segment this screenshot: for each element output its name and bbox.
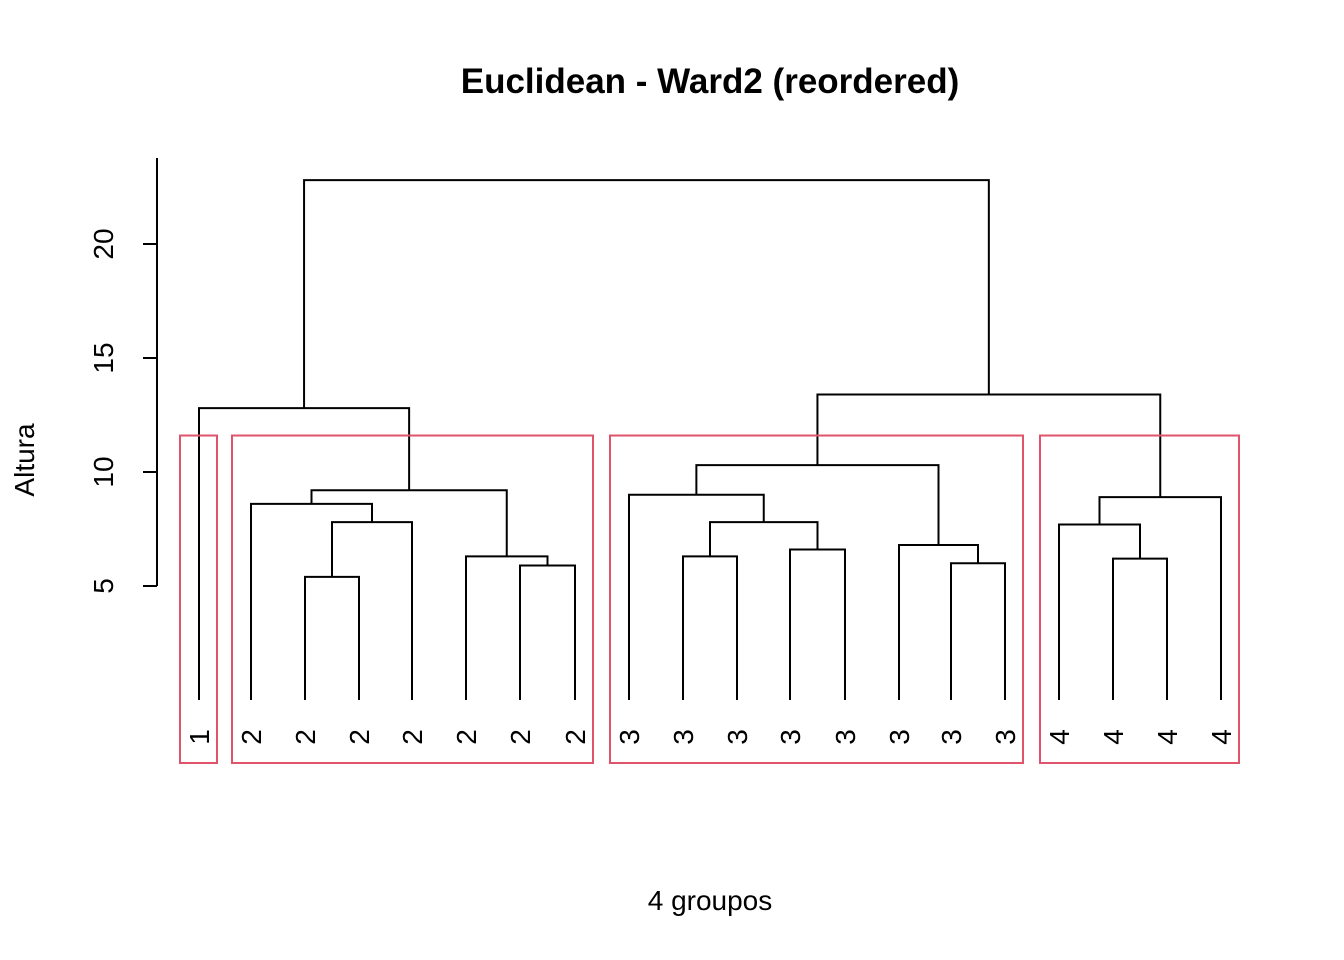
merge-link-7: [898, 543, 979, 700]
cluster-box-1: [179, 434, 218, 764]
leaf-label-15: 3: [990, 729, 1021, 745]
leaf-label-9: 3: [668, 729, 699, 745]
leaf-label-19: 4: [1206, 729, 1237, 745]
leaf-label-17: 4: [1098, 729, 1129, 745]
x-axis-label: 4 groupos: [648, 885, 773, 916]
cluster-box-3: [609, 434, 1024, 764]
merge-link-2: [950, 562, 1006, 700]
chart-title: Euclidean - Ward2 (reordered): [461, 62, 960, 101]
leaf-label-5: 2: [451, 729, 482, 745]
leaf-label-0: 1: [184, 729, 215, 745]
merge-link-5: [682, 555, 738, 700]
leaf-label-3: 2: [344, 729, 375, 745]
leaf-label-7: 2: [560, 729, 591, 745]
leaf-label-4: 2: [397, 729, 428, 745]
merge-link-3: [1112, 557, 1168, 700]
merge-link-1: [519, 564, 576, 700]
merge-link-14: [310, 489, 508, 557]
leaf-label-12: 3: [830, 729, 861, 745]
merge-link-17: [816, 393, 1162, 498]
y-tick-label-3: 20: [88, 228, 119, 259]
merge-link-6: [789, 548, 846, 700]
merge-link-8: [1058, 523, 1141, 700]
leaf-label-13: 3: [884, 729, 915, 745]
merge-link-4: [465, 555, 549, 700]
y-tick-label-1: 10: [88, 456, 119, 487]
y-tick-label-0: 5: [88, 578, 119, 594]
leaf-label-8: 3: [614, 729, 645, 745]
cluster-box-4: [1039, 434, 1240, 764]
merge-link-18: [303, 179, 990, 409]
leaf-label-14: 3: [936, 729, 967, 745]
merge-link-13: [628, 493, 765, 700]
merge-link-11: [250, 502, 373, 700]
y-tick-label-2: 15: [88, 342, 119, 373]
leaf-label-6: 2: [505, 729, 536, 745]
cluster-box-2: [231, 434, 594, 764]
merge-link-10: [709, 521, 819, 557]
leaf-label-1: 2: [236, 729, 267, 745]
merge-link-0: [304, 575, 360, 700]
leaf-labels: 1 2 2 2 2 2 2 2 3 3 3 3 3 3 3 3 4 4 4 4: [184, 729, 1237, 745]
merge-link-12: [1098, 496, 1222, 700]
dendrogram-tree: [198, 179, 1222, 700]
y-axis-label: Altura: [9, 423, 40, 497]
leaf-label-10: 3: [722, 729, 753, 745]
leaf-label-11: 3: [775, 729, 806, 745]
leaf-label-18: 4: [1152, 729, 1183, 745]
leaf-label-2: 2: [290, 729, 321, 745]
merge-link-9: [331, 521, 413, 700]
cluster-boxes: [179, 434, 1240, 764]
y-axis: 5 10 15 20: [88, 158, 158, 594]
leaf-label-16: 4: [1044, 729, 1075, 745]
